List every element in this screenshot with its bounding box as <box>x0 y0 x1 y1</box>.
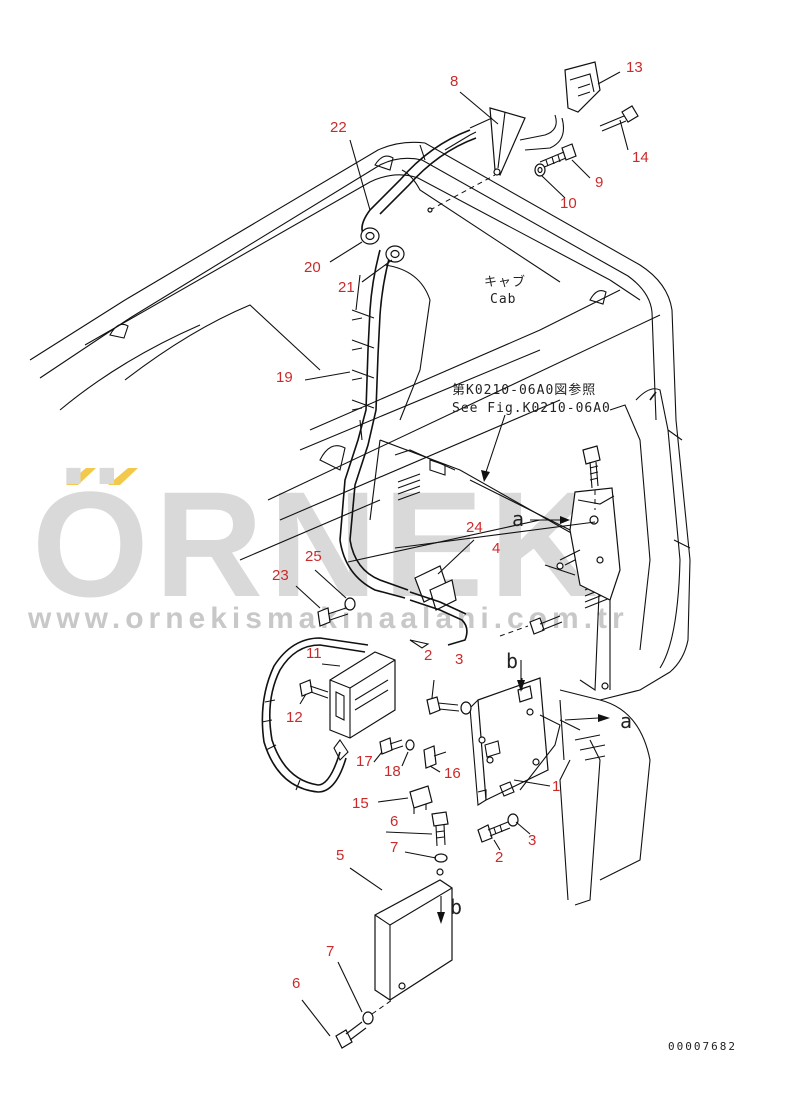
bolt-6-lower <box>335 999 393 1049</box>
cab-frame <box>29 141 691 906</box>
callout-8: 8 <box>450 73 458 90</box>
leader-lines <box>295 71 629 1037</box>
callout-6-lower: 6 <box>292 975 300 992</box>
drawing-number: 00007682 <box>668 1040 737 1053</box>
callout-23: 23 <box>272 567 289 584</box>
watermark-accent-mark <box>108 468 138 485</box>
callout-22: 22 <box>330 119 347 136</box>
bolt-top-right <box>582 445 601 510</box>
callout-24: 24 <box>466 519 483 536</box>
see-fig-en: See Fig.K0210-06A0 <box>452 401 611 416</box>
bolt-14 <box>599 105 639 132</box>
callout-2-upper: 2 <box>424 647 432 664</box>
callout-21: 21 <box>338 279 355 296</box>
callout-7-lower: 7 <box>326 943 334 960</box>
marker-b-upper: b <box>506 649 519 673</box>
marker-a-upper: a <box>512 507 525 531</box>
cab-label-jp: キャブ <box>484 274 526 290</box>
callout-12: 12 <box>286 709 303 726</box>
bolt-right-mid <box>499 615 563 637</box>
callout-20: 20 <box>304 259 321 276</box>
watermark: ÖRNEK www.ornekismakinaalani.com.tr <box>27 460 624 635</box>
callout-14: 14 <box>632 149 649 166</box>
callout-15: 15 <box>352 795 369 812</box>
callout-3-upper: 3 <box>455 651 463 668</box>
grommet-21 <box>385 245 405 263</box>
callout-17: 17 <box>356 753 373 770</box>
cab-label-en: Cab <box>490 292 516 307</box>
callouts: 13 8 22 14 9 10 20 21 19 24 4 25 23 2 3 … <box>272 59 649 992</box>
grommet-20 <box>360 227 380 245</box>
bolt-17 <box>379 737 404 755</box>
watermark-brand: ÖRNEK <box>32 460 604 628</box>
bolt-12 <box>299 679 329 699</box>
callout-4: 4 <box>492 540 500 557</box>
callout-10: 10 <box>560 195 577 212</box>
marker-arrows <box>347 414 610 924</box>
callout-7-upper: 7 <box>390 839 398 856</box>
see-fig-jp: 第K0210-06A0図参照 <box>452 382 596 398</box>
bolt-2-lower <box>477 821 511 843</box>
bolt-6-upper <box>431 811 449 863</box>
plate-1 <box>469 677 561 806</box>
washer-18 <box>405 739 415 751</box>
bolt-23 <box>317 597 356 627</box>
callout-18: 18 <box>384 763 401 780</box>
callout-5: 5 <box>336 847 344 864</box>
watermark-accent-mark <box>66 468 96 485</box>
callout-9: 9 <box>595 174 603 191</box>
switch-13 <box>519 61 601 151</box>
connector-16 <box>423 745 447 769</box>
bolt-9 <box>539 143 577 169</box>
relay-15 <box>409 785 433 814</box>
harness-19 <box>339 129 477 599</box>
callout-2-lower: 2 <box>495 849 503 866</box>
callout-6-upper: 6 <box>390 813 398 830</box>
clamp-24 <box>409 565 468 649</box>
washer-10 <box>534 163 546 177</box>
marker-b-lower: b <box>450 895 463 919</box>
callout-19: 19 <box>276 369 293 386</box>
marker-a-lower: a <box>620 709 633 733</box>
callout-25: 25 <box>305 548 322 565</box>
callout-1: 1 <box>552 778 560 795</box>
callout-13: 13 <box>626 59 643 76</box>
washer-3-lower <box>507 813 519 827</box>
callout-16: 16 <box>444 765 461 782</box>
bracket-8 <box>427 107 526 213</box>
controller-11 <box>329 651 396 761</box>
bolt-mid <box>426 696 472 715</box>
bracket-4 <box>559 487 621 601</box>
callout-11: 11 <box>306 645 322 662</box>
harness-loop <box>261 637 369 793</box>
cover-5 <box>374 868 453 1001</box>
callout-3-lower: 3 <box>528 832 536 849</box>
